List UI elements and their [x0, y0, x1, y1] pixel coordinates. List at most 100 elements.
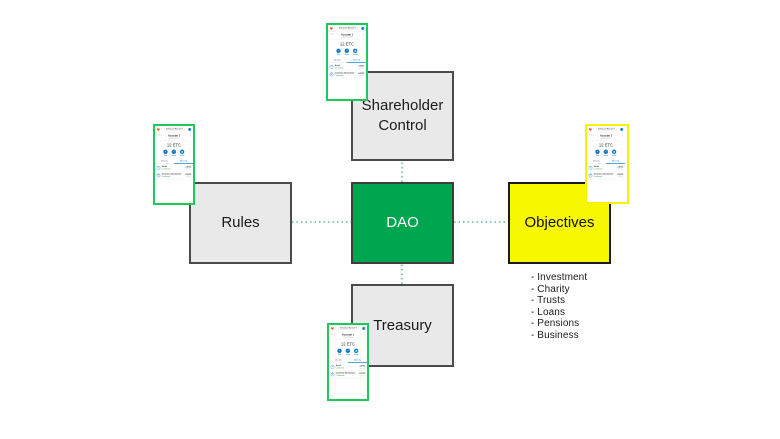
- arrow-up-icon: ↗: [344, 48, 350, 53]
- wallet-tabs: Assets Activity: [155, 159, 193, 164]
- send-tx-icon: ↗: [588, 165, 593, 170]
- plus-icon: +: [595, 149, 600, 154]
- objectives-list: - Investment - Charity - Trusts - Loans …: [531, 272, 587, 342]
- action-buttons: + Buy ↗ Send ⇄ Swap: [155, 149, 193, 159]
- wallet-thumbnail-objectives: 🦊 Ethereum Mainnet ▾ Account 1 ⋮ 12 ETC …: [585, 124, 629, 204]
- connection-status: [330, 333, 336, 335]
- swap-button: ⇄ Swap: [353, 48, 358, 56]
- fiat-amount: [617, 176, 624, 178]
- account-section: Account 1 ⋮: [587, 133, 625, 141]
- contract-tx-icon: ☰: [329, 72, 334, 77]
- list-item: - Business: [531, 329, 579, 341]
- wallet-screenshot: 🦊 Ethereum Mainnet ▾ Account 1 ⋮ 12 ETC …: [329, 325, 367, 399]
- fiat-amount: [185, 176, 192, 178]
- list-item: - Trusts: [531, 295, 566, 307]
- list-item: - Charity: [531, 283, 570, 295]
- wallet-header: 🦊 Ethereum Mainnet ▾: [587, 126, 625, 133]
- transaction-row: ↗ Send Confirmed -1 ETC: [329, 363, 367, 371]
- buy-button: + Buy: [337, 348, 342, 356]
- kebab-menu-icon: ⋮: [188, 133, 192, 137]
- network-selector: Ethereum Mainnet ▾: [596, 127, 617, 131]
- node-label: Shareholder Control: [361, 97, 444, 134]
- swap-icon: ⇄: [354, 348, 359, 353]
- tab-activity: Activity: [173, 159, 193, 164]
- send-button: ↗ Send: [171, 149, 177, 157]
- transaction-row: ☰ Contract Interaction Confirmed -0 ETC: [329, 371, 367, 379]
- node-label: Objectives: [524, 214, 595, 231]
- wallet-header: 🦊 Ethereum Mainnet ▾: [155, 126, 193, 133]
- buy-button: + Buy: [163, 149, 168, 157]
- tab-assets: Assets: [334, 58, 341, 62]
- fiat-amount: [358, 67, 365, 69]
- wallet-tabs: Assets Activity: [328, 58, 366, 63]
- transaction-row: ☰ Contract Interaction Confirmed -0 ETC: [328, 71, 366, 79]
- plus-icon: +: [337, 348, 342, 353]
- account-name: Account 1: [341, 332, 355, 336]
- network-selector: Ethereum Mainnet ▾: [337, 26, 358, 30]
- action-buttons: + Buy ↗ Send ⇄ Swap: [587, 149, 625, 159]
- node-label: DAO: [386, 214, 419, 231]
- swap-icon: ⇄: [353, 48, 358, 53]
- tab-assets: Assets: [593, 159, 600, 163]
- action-buttons: + Buy ↗ Send ⇄ Swap: [328, 48, 366, 58]
- contract-tx-icon: ☰: [588, 173, 593, 178]
- metamask-fox-icon: 🦊: [588, 127, 593, 131]
- network-selector: Ethereum Mainnet ▾: [164, 127, 185, 131]
- node-dao: DAO: [351, 182, 454, 264]
- plus-icon: +: [336, 48, 341, 53]
- account-name: Account 1: [599, 133, 613, 137]
- kebab-menu-icon: ⋮: [362, 332, 366, 336]
- tab-activity: Activity: [347, 358, 367, 363]
- tab-assets: Assets: [335, 358, 342, 362]
- buy-button: + Buy: [595, 149, 600, 157]
- transaction-row: ☰ Contract Interaction Confirmed -0 ETC: [155, 172, 193, 180]
- account-address: [342, 336, 354, 338]
- metamask-fox-icon: 🦊: [329, 26, 334, 30]
- wallet-tabs: Assets Activity: [587, 159, 625, 164]
- account-name: Account 1: [167, 133, 181, 137]
- send-button: ↗ Send: [344, 48, 350, 56]
- avatar: [188, 127, 192, 131]
- avatar: [620, 127, 624, 131]
- wallet-thumbnail-treasury: 🦊 Ethereum Mainnet ▾ Account 1 ⋮ 12 ETC …: [327, 323, 369, 401]
- node-label: Treasury: [373, 316, 432, 334]
- send-tx-icon: ↗: [156, 165, 161, 170]
- balance: 12 ETC: [339, 41, 355, 47]
- connection-status: [156, 134, 162, 136]
- connector-dao-treasury: [401, 264, 403, 284]
- arrow-up-icon: ↗: [171, 149, 177, 154]
- metamask-fox-icon: 🦊: [330, 326, 335, 330]
- tab-activity: Activity: [346, 58, 366, 63]
- contract-tx-icon: ☰: [330, 372, 335, 377]
- avatar: [362, 326, 366, 330]
- balance: 12 ETC: [340, 341, 356, 347]
- transaction-row: ↗ Send Confirmed -1 ETC: [587, 164, 625, 172]
- fiat-amount: [185, 168, 192, 170]
- swap-icon: ⇄: [612, 149, 617, 154]
- transaction-row: ↗ Send Confirmed -1 ETC: [155, 164, 193, 172]
- swap-icon: ⇄: [180, 149, 185, 154]
- wallet-screenshot: 🦊 Ethereum Mainnet ▾ Account 1 ⋮ 12 ETC …: [587, 126, 625, 202]
- account-address: [341, 36, 353, 38]
- connector-dao-objectives: [454, 221, 508, 223]
- account-address: [600, 137, 612, 139]
- fiat-amount: [359, 367, 366, 369]
- swap-button: ⇄ Swap: [612, 149, 617, 157]
- connection-status: [329, 33, 335, 35]
- kebab-menu-icon: ⋮: [620, 133, 624, 137]
- balance: 12 ETC: [166, 142, 182, 148]
- send-button: ↗ Send: [345, 348, 351, 356]
- tab-assets: Assets: [161, 159, 168, 163]
- account-section: Account 1 ⋮: [155, 133, 193, 141]
- transaction-row: ↗ Send Confirmed -1 ETC: [328, 63, 366, 71]
- node-label: Rules: [221, 214, 260, 231]
- connector-shareholder-dao: [401, 161, 403, 182]
- wallet-screenshot: 🦊 Ethereum Mainnet ▾ Account 1 ⋮ 12 ETC …: [155, 126, 193, 202]
- wallet-screenshot: 🦊 Ethereum Mainnet ▾ Account 1 ⋮ 12 ETC …: [328, 25, 366, 99]
- arrow-up-icon: ↗: [603, 149, 609, 154]
- metamask-fox-icon: 🦊: [156, 127, 161, 131]
- wallet-header: 🦊 Ethereum Mainnet ▾: [328, 25, 366, 32]
- contract-tx-icon: ☰: [156, 173, 161, 178]
- swap-button: ⇄ Swap: [180, 149, 185, 157]
- send-button: ↗ Send: [603, 149, 609, 157]
